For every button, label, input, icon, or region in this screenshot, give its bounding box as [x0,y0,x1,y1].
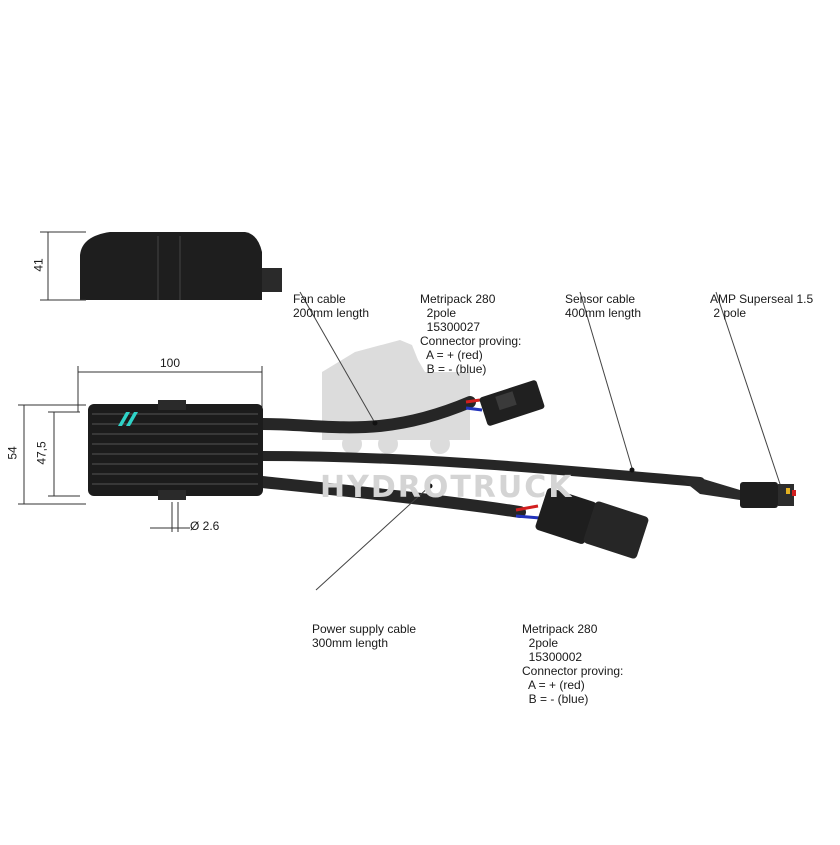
side-view-housing [80,232,282,300]
amp-superseal-label: AMP Superseal 1.5 2 pole [710,292,814,320]
watermark-text: HYDROTRUCK [320,470,574,505]
sensor-cable [257,451,705,487]
dimension-height-side-label: 41 [31,258,46,272]
fan-connector [465,380,545,426]
power-connector [515,488,649,559]
dimension-length-top [77,366,263,412]
dimension-hole-label: Ø 2.6 [190,519,220,533]
dimension-hole [150,502,190,532]
controller-housing-top [88,400,263,500]
dimension-width [18,404,86,505]
dimension-width-outer-label: 54 [5,446,20,460]
fan-cable [256,396,476,434]
leader-lines [299,291,781,591]
logo-mark-icon [118,412,138,426]
sensor-connector [680,478,796,508]
power-supply-cable [256,476,526,518]
dimension-height-side [40,231,86,301]
dimension-length-top-label: 100 [160,356,181,370]
dimension-width-inner-label: 47,5 [34,441,49,465]
